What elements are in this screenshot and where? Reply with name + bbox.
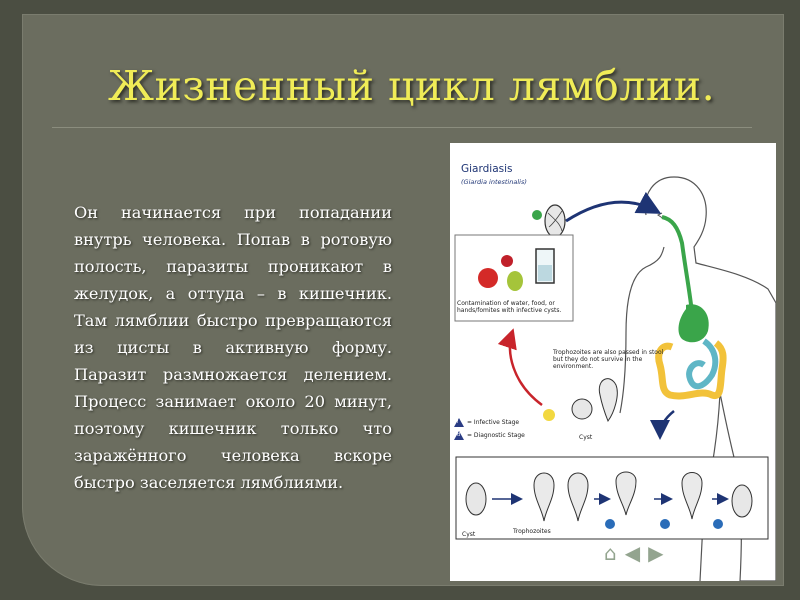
legend-infective-label: = Infective Stage (467, 419, 520, 426)
forward-icon[interactable]: ▶ (648, 541, 664, 565)
step-4-marker (660, 519, 670, 529)
pear-icon (507, 271, 523, 291)
trophozoites-label: Trophozoites (513, 528, 551, 535)
apple-icon (478, 268, 498, 288)
step-5-marker (713, 519, 723, 529)
cyst-label: Cyst (579, 434, 593, 441)
trophozoite-3 (615, 471, 637, 516)
strawberry-icon (501, 255, 513, 267)
cyst-bottom-right (731, 484, 753, 518)
trophozoite-4 (681, 472, 703, 520)
cyst-mid (571, 398, 593, 420)
life-cycle-diagram (454, 176, 776, 581)
giardiasis-life-cycle-figure: Giardiasis (Giardia intestinalis) (450, 143, 776, 581)
home-icon[interactable]: ⌂ (604, 541, 617, 565)
trophozoite-1 (533, 472, 555, 522)
step-3-marker (605, 519, 615, 529)
cyst-bottom-left (465, 482, 487, 516)
large-intestine (655, 340, 727, 400)
figure-subtitle: (Giardia intestinalis) (461, 178, 527, 186)
trophozoite-mid (598, 378, 618, 423)
slide-navigation: ⌂ ◀ ▶ (604, 538, 663, 568)
step-2-marker (532, 210, 542, 220)
contamination-arrow (497, 328, 543, 407)
slide-title: Жизненный цикл лямблии. (108, 62, 716, 110)
figure-title: Giardiasis (461, 163, 513, 175)
cyst-label-bottom: Cyst (462, 531, 476, 538)
diagnostic-stage-icon: d (454, 431, 464, 440)
back-icon[interactable]: ◀ (624, 541, 641, 565)
infective-stage-icon: i (454, 418, 464, 427)
legend-diagnostic-label: = Diagnostic Stage (467, 432, 525, 439)
slide-body-text: Он начинается при попадании внутрь челов… (74, 203, 392, 492)
stomach (678, 304, 709, 343)
step-1-marker (543, 409, 555, 421)
ingestion-arrow (565, 191, 662, 223)
small-intestine (686, 338, 719, 390)
contamination-caption: Contamination of water, food, or hands/f… (457, 300, 562, 315)
esophagus (661, 215, 694, 314)
trophozoite-2 (567, 472, 589, 522)
trophozoite-caption: Trophozoites are also passed in stool bu… (553, 349, 664, 371)
title-divider (52, 127, 752, 128)
legend-diagnostic: d = Diagnostic Stage (454, 431, 525, 440)
excretion-arrow (650, 410, 675, 440)
legend-infective: i = Infective Stage (454, 418, 519, 427)
